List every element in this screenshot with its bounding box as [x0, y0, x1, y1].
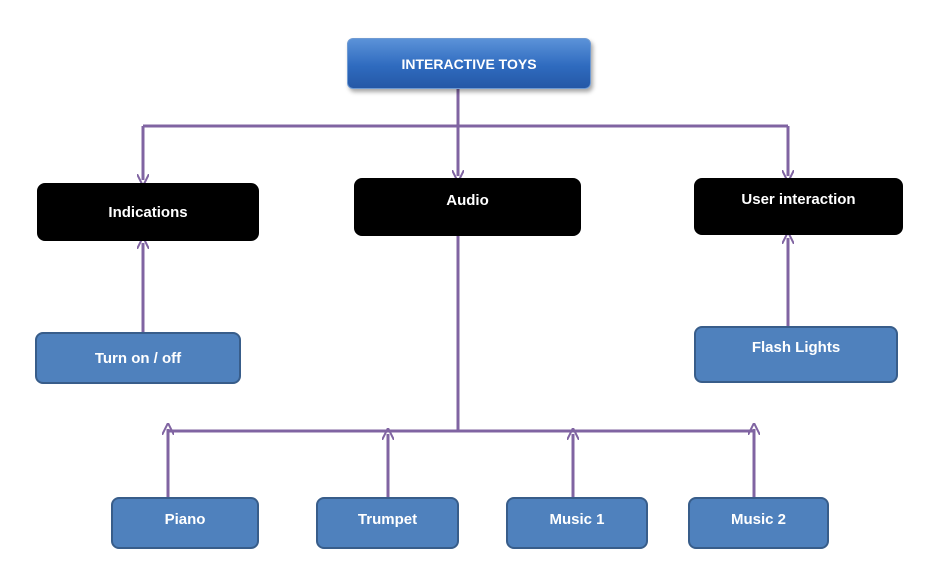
category-indications-label: Indications — [108, 203, 188, 221]
audio-item-music-1: Music 1 — [506, 497, 648, 549]
audio-item-piano: Piano — [111, 497, 259, 549]
input-turn-on-off: Turn on / off — [35, 332, 241, 384]
input-flash-lights: Flash Lights — [694, 326, 898, 383]
category-user-interaction: User interaction — [694, 178, 903, 235]
root-label: INTERACTIVE TOYS — [401, 55, 537, 72]
category-audio-label: Audio — [446, 191, 489, 209]
category-audio: Audio — [354, 178, 581, 236]
input-turn-on-off-label: Turn on / off — [94, 349, 182, 367]
audio-item-music-2-label: Music 2 — [730, 510, 787, 528]
input-flash-lights-label: Flash Lights — [751, 339, 841, 356]
category-user-interaction-label: User interaction — [741, 191, 856, 208]
audio-item-trumpet: Trumpet — [316, 497, 459, 549]
category-indications: Indications — [37, 183, 259, 241]
root-node: INTERACTIVE TOYS — [347, 38, 591, 89]
audio-item-trumpet-label: Trumpet — [357, 510, 418, 528]
audio-item-music-1-label: Music 1 — [549, 510, 605, 528]
audio-item-music-2: Music 2 — [688, 497, 829, 549]
audio-item-piano-label: Piano — [164, 510, 206, 528]
